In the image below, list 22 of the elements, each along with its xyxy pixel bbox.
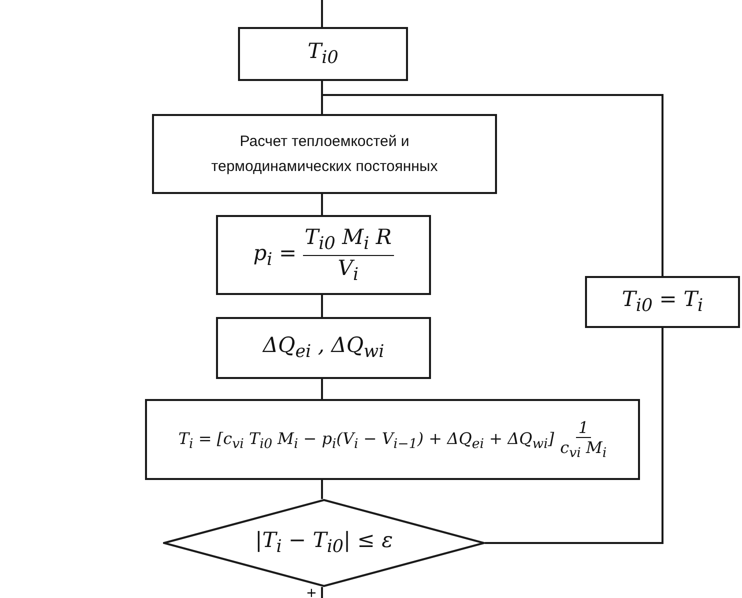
process-box xyxy=(585,276,740,328)
process-box xyxy=(145,399,640,480)
connector-line xyxy=(321,0,323,27)
formula: |T$_{i}$ − T$_{i0}$| ≤ ε xyxy=(255,528,393,558)
connector-line xyxy=(321,587,323,598)
connector-line xyxy=(321,295,323,317)
formula: T$_{i0}$ = T$_{i}$ xyxy=(622,287,704,317)
step-text: Расчет теплоемкостей и термодинамических постоянных xyxy=(210,132,439,177)
formula: ΔQ$_{ei}$ , ΔQ$_{wi}$ xyxy=(262,333,384,363)
formula: T$_{i}$ = [c$_{vi}$ T$_{i0}$ M$_{i}$ − p$_{i}$(V$_{i}$ − V$_{i−1}$) + ΔQ$_{ei}$ + ΔQ$_{wi}$] 1 c$_{vi}$ M$_{i}$ xyxy=(178,418,607,462)
process-box xyxy=(216,317,431,379)
connector-line xyxy=(321,379,323,399)
connector-line xyxy=(485,328,664,544)
formula: p$_{i}$ = T$_{i0}$ M$_{i}$ R V$_{i}$ xyxy=(253,225,394,285)
process-box xyxy=(238,27,408,81)
formula: T$_{i0}$ xyxy=(308,39,338,69)
edge-label: + xyxy=(306,587,317,598)
connector-line xyxy=(321,480,323,499)
connector-line xyxy=(321,94,664,276)
process-box xyxy=(216,215,431,295)
connector-line xyxy=(321,194,323,215)
process-box xyxy=(152,114,497,194)
